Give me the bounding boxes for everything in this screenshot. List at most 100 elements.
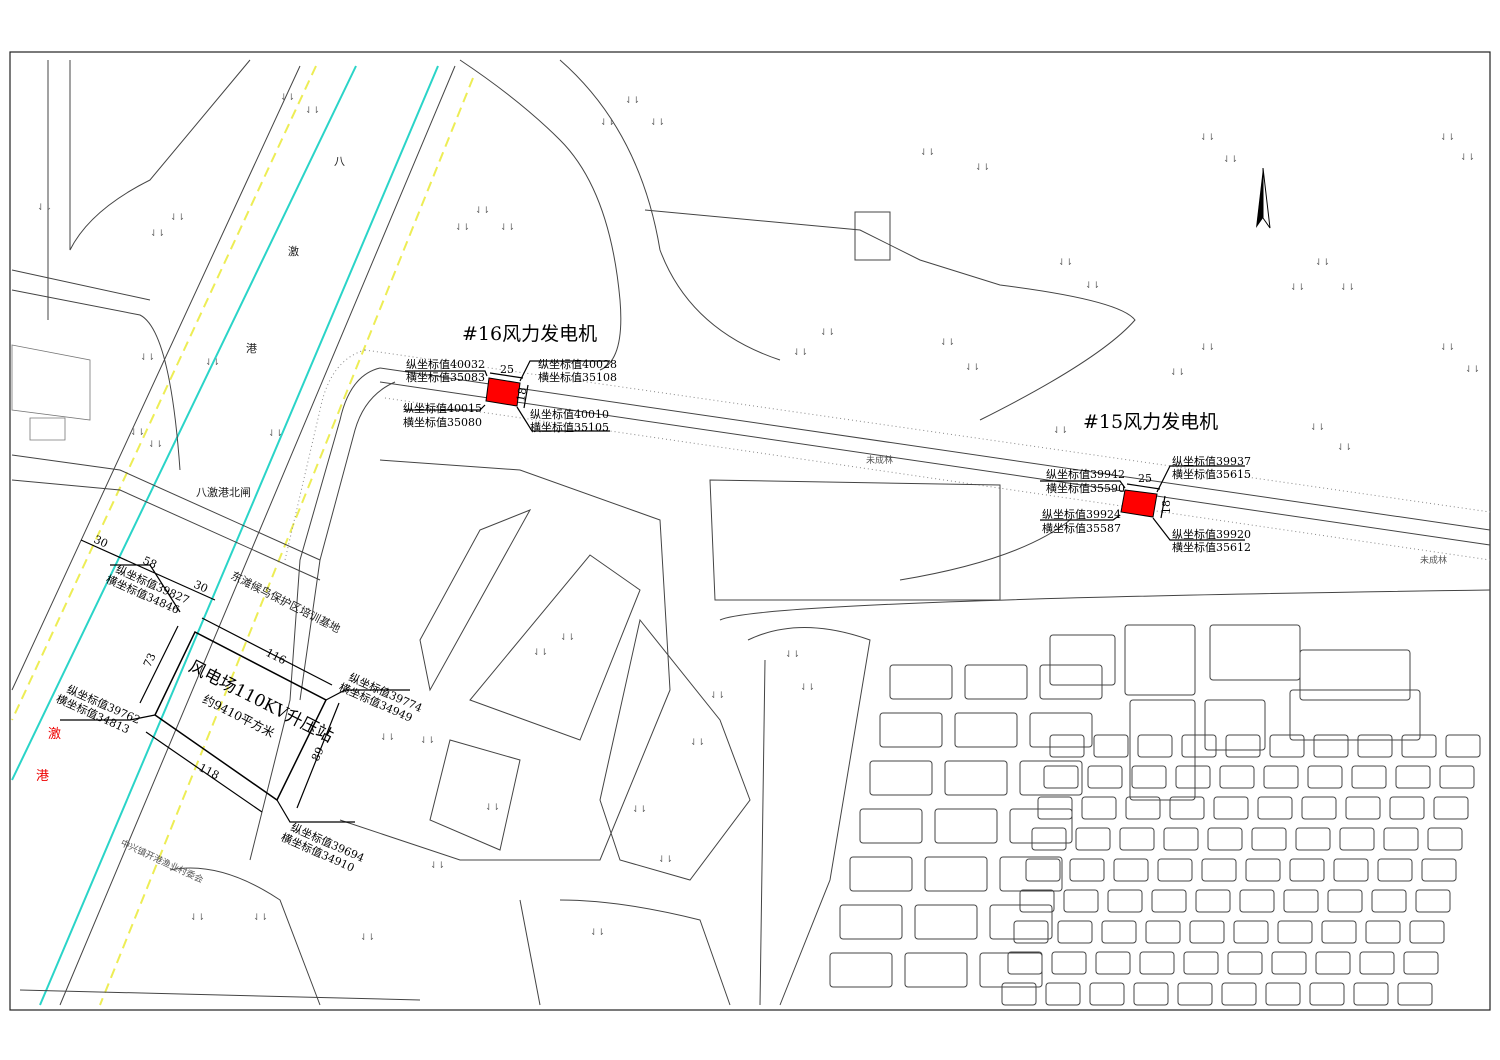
coord-e: 横坐标值35080 xyxy=(403,415,482,429)
fish-pond xyxy=(1095,951,1131,975)
fish-pond xyxy=(1383,827,1419,851)
fish-pond xyxy=(1093,734,1129,758)
fish-pond xyxy=(1415,889,1451,913)
fish-pond xyxy=(1163,827,1199,851)
coord-n: 纵坐标值40010 xyxy=(530,407,609,421)
fish-pond xyxy=(1295,827,1331,851)
fish-pond xyxy=(1075,827,1111,851)
fish-pond xyxy=(1251,827,1287,851)
reed-symbol-icon: ⇃⇂ xyxy=(485,803,500,813)
fish-pond xyxy=(1139,951,1175,975)
reed-symbol-icon: ⇃⇂ xyxy=(1310,423,1325,433)
reed-symbol-icon: ⇃⇂ xyxy=(920,148,935,158)
reed-symbol-icon: ⇃⇂ xyxy=(1290,283,1305,293)
coord-e: 横坐标值35105 xyxy=(530,420,609,434)
fish-pond xyxy=(1213,796,1249,820)
fish-pond xyxy=(1395,765,1431,789)
coord-n: 纵坐标值39920 xyxy=(1172,527,1251,541)
fish-pond xyxy=(1401,734,1437,758)
fish-pond xyxy=(1195,889,1231,913)
reed-symbol-icon: ⇃⇂ xyxy=(1440,343,1455,353)
reed-symbol-icon: ⇃⇂ xyxy=(710,691,725,701)
reed-symbol-icon: ⇃⇂ xyxy=(625,96,640,106)
channel-label: 八 xyxy=(334,155,345,168)
reed-symbol-icon: ⇃⇂ xyxy=(632,805,647,815)
fish-pond xyxy=(1397,982,1433,1006)
fish-pond xyxy=(1069,858,1105,882)
fish-pond xyxy=(1445,734,1481,758)
fish-pond xyxy=(1019,760,1083,796)
fish-pond xyxy=(1013,920,1049,944)
turbine-16-site xyxy=(405,360,610,432)
fish-pond xyxy=(1333,858,1369,882)
fish-pond xyxy=(1019,889,1055,913)
dim-label: 73 xyxy=(141,651,159,669)
fish-pond xyxy=(1057,920,1093,944)
fish-pond xyxy=(879,712,943,748)
fish-pond xyxy=(1043,765,1079,789)
water-line xyxy=(11,65,357,781)
channel-label: 激 xyxy=(288,244,299,258)
dashed-line xyxy=(99,77,474,1006)
fish-pond xyxy=(1189,920,1225,944)
coord-e: 横坐标值35615 xyxy=(1172,467,1251,481)
fish-pond xyxy=(889,664,953,700)
reed-symbol-icon: ⇃⇂ xyxy=(1460,153,1475,163)
fish-pond xyxy=(1049,634,1116,686)
fish-pond xyxy=(849,856,913,892)
building xyxy=(29,417,66,441)
fish-pond xyxy=(1263,765,1299,789)
fish-pond xyxy=(1433,796,1469,820)
reed-symbol-icon: ⇃⇂ xyxy=(650,118,665,128)
fish-pond xyxy=(859,808,923,844)
reed-symbol-icon: ⇃⇂ xyxy=(975,163,990,173)
fish-pond xyxy=(999,856,1063,892)
fish-pond xyxy=(1089,982,1125,1006)
reed-symbol-icon: ⇃⇂ xyxy=(190,913,205,923)
fish-pond xyxy=(1265,982,1301,1006)
fish-pond xyxy=(1183,951,1219,975)
reed-symbol-icon: ⇃⇂ xyxy=(1340,283,1355,293)
fish-pond xyxy=(964,664,1028,700)
coord-e: 横坐标值35083 xyxy=(406,370,485,384)
turbine-15-footprint xyxy=(1120,489,1158,518)
road-outline xyxy=(11,59,321,581)
fish-pond xyxy=(1321,920,1357,944)
fish-pond xyxy=(1339,827,1375,851)
reed-symbol-icon: ⇃⇂ xyxy=(380,733,395,743)
reed-symbol-icon: ⇃⇂ xyxy=(1053,426,1068,436)
fish-pond xyxy=(934,808,998,844)
red-channel-label: 激 xyxy=(48,727,61,742)
reed-symbol-icon: ⇃⇂ xyxy=(965,363,980,373)
fish-pond xyxy=(1207,827,1243,851)
substation-site xyxy=(60,539,410,823)
reed-symbol-icon: ⇃⇂ xyxy=(475,206,490,216)
reed-symbol-icon: ⇃⇂ xyxy=(268,429,283,439)
coord-n: 纵坐标值40028 xyxy=(538,357,617,371)
fish-pond xyxy=(1365,920,1401,944)
water-line xyxy=(39,65,439,1006)
reed-symbol-icon: ⇃⇂ xyxy=(1058,258,1073,268)
fish-pond xyxy=(1125,796,1161,820)
reed-symbol-icon: ⇃⇂ xyxy=(170,213,185,223)
fish-pond xyxy=(1124,624,1196,696)
fish-pond xyxy=(1427,827,1463,851)
fish-pond xyxy=(1299,649,1411,701)
coord-e: 横坐标值35612 xyxy=(1172,540,1251,554)
fish-pond xyxy=(1377,858,1413,882)
fish-pond xyxy=(1119,827,1155,851)
red-channel-label: 港 xyxy=(36,769,49,784)
dim-label: 25 xyxy=(500,363,514,376)
fish-pond xyxy=(904,952,968,988)
reed-symbol-icon: ⇃⇂ xyxy=(148,440,163,450)
fish-pond xyxy=(914,904,978,940)
channel-label: 港 xyxy=(246,342,257,355)
fish-pond xyxy=(1307,765,1343,789)
reed-symbol-icon: ⇃⇂ xyxy=(820,328,835,338)
fish-pond xyxy=(1131,765,1167,789)
fish-pond xyxy=(1063,889,1099,913)
fish-pond xyxy=(1081,796,1117,820)
fish-pond xyxy=(1269,734,1305,758)
fish-pond xyxy=(1351,765,1387,789)
reed-symbol-icon: ⇃⇂ xyxy=(600,118,615,128)
